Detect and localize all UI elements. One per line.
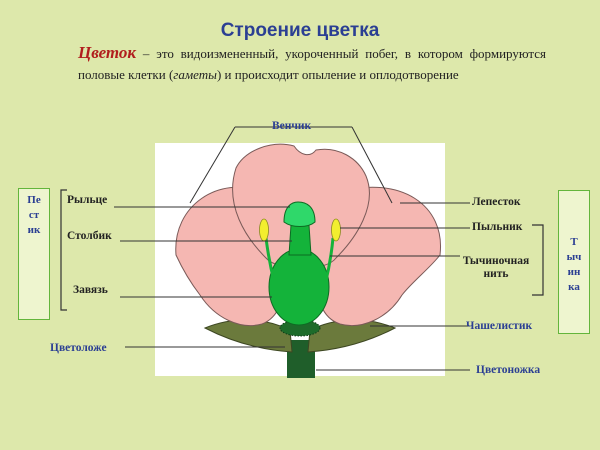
label-filament-line1: Тычиночная: [462, 255, 530, 267]
label-filament: Тычиночная нить: [457, 255, 535, 281]
pistil-bracket: [60, 189, 67, 311]
definition-dash: –: [136, 46, 157, 61]
receptacle-shape: [279, 319, 321, 337]
definition-text-part1: это видоизмененный, укороченный побег, в…: [78, 46, 546, 82]
stamen-box-line3: ин: [567, 266, 581, 278]
ovary-shape: [268, 248, 330, 326]
stamen-box-line2: ыч: [566, 251, 582, 263]
definition-text: Цветок – это видоизмененный, укороченный…: [78, 42, 546, 85]
label-anther: Пыльник: [472, 221, 523, 233]
label-filament-line2: нить: [483, 268, 509, 280]
stamen-bracket: [532, 224, 544, 296]
label-stigma: Рыльце: [67, 194, 108, 206]
label-style: Столбик: [67, 230, 112, 242]
stigma-shape: [283, 201, 316, 227]
label-ovary: Завязь: [73, 284, 108, 296]
page-title: Строение цветка: [220, 20, 380, 41]
pistil-box-line2: ст: [28, 209, 40, 221]
label-corolla: Венчик: [272, 120, 312, 132]
leader-corolla-left: [189, 126, 236, 204]
label-sepal: Чашелистик: [466, 320, 533, 332]
stamen-box: Т ыч ин ка: [558, 190, 590, 334]
definition-italic-gametes: гаметы: [173, 67, 217, 82]
stamen-box-line4: ка: [568, 281, 580, 293]
leader-corolla-right: [351, 126, 393, 204]
pistil-box: Пе ст ик: [18, 188, 50, 320]
definition-term: Цветок: [78, 43, 137, 62]
anther-right-shape: [331, 218, 341, 242]
label-peduncle: Цветоножка: [476, 364, 541, 376]
stamen-box-line1: Т: [570, 236, 578, 248]
anther-left-shape: [259, 218, 269, 242]
label-receptacle: Цветоложе: [50, 342, 107, 354]
style-shape: [288, 224, 312, 256]
pistil-box-line1: Пе: [27, 194, 41, 206]
filament-right-shape: [312, 237, 335, 319]
filament-left-shape: [264, 237, 288, 319]
pistil-box-line3: ик: [27, 224, 41, 236]
definition-text-part2: ) и происходит опыление и оплодотворение: [216, 67, 459, 82]
label-petal: Лепесток: [472, 196, 521, 208]
